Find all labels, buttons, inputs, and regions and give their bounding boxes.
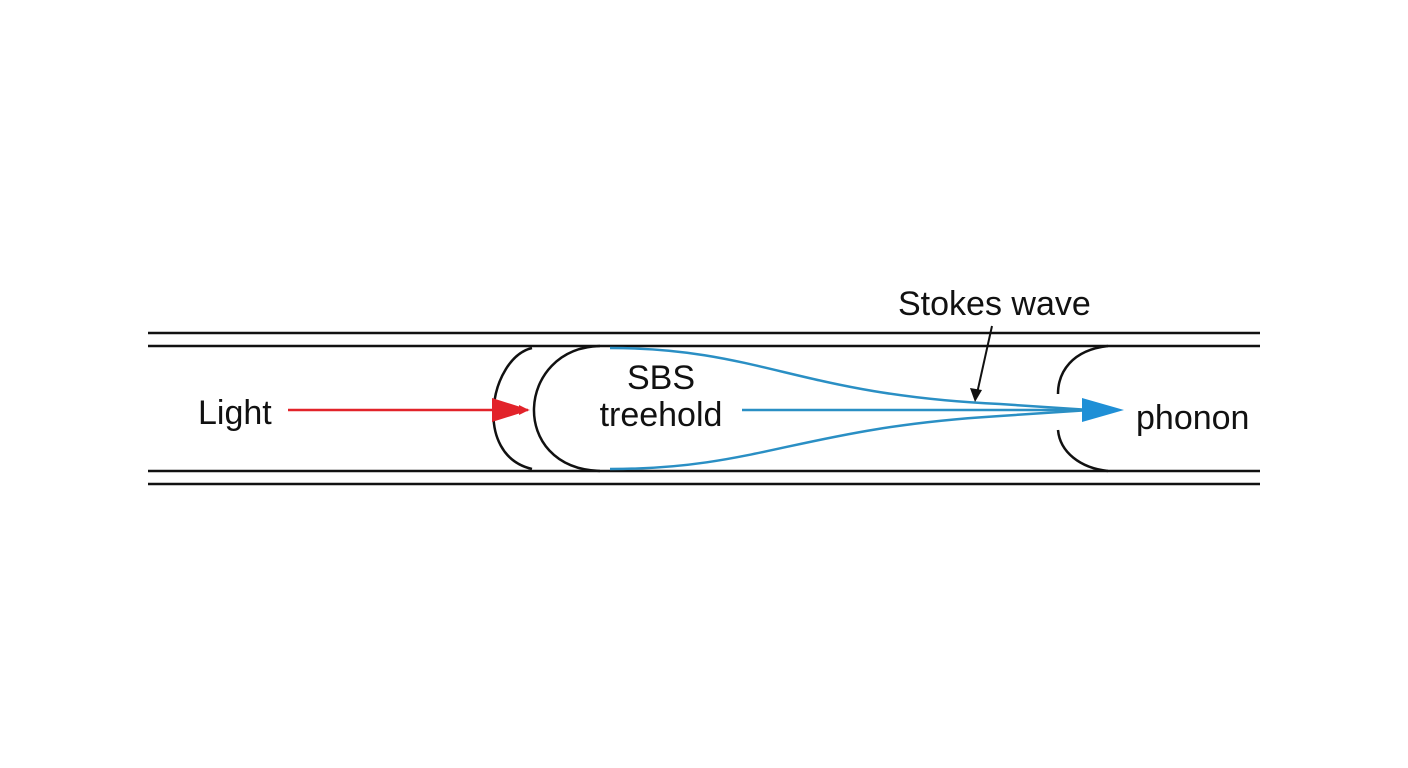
phonon-label: phonon [1136,399,1249,437]
sbs-label-line1: SBS [627,359,695,397]
stokes-wave-label: Stokes wave [898,285,1091,323]
light-arrow-head [492,398,530,422]
stokes-beam-upper [609,346,1091,412]
phonon-wavefront-arc-upper [1056,344,1109,395]
phonon-wavefront-arc-lower [1056,429,1109,473]
stokes-wave-pointer [975,325,993,399]
stokes-beams [609,346,1091,471]
stokes-beam-lower [609,408,1091,471]
light-label: Light [198,394,272,432]
stokes-wave-pointer-head [970,388,982,402]
wavefronts [492,344,1109,473]
sbs-label-line2: treehold [600,396,723,434]
fiber-walls [148,331,1260,486]
wavefront-arc-inner [532,344,601,473]
phonon-arrow-head [1082,398,1124,422]
